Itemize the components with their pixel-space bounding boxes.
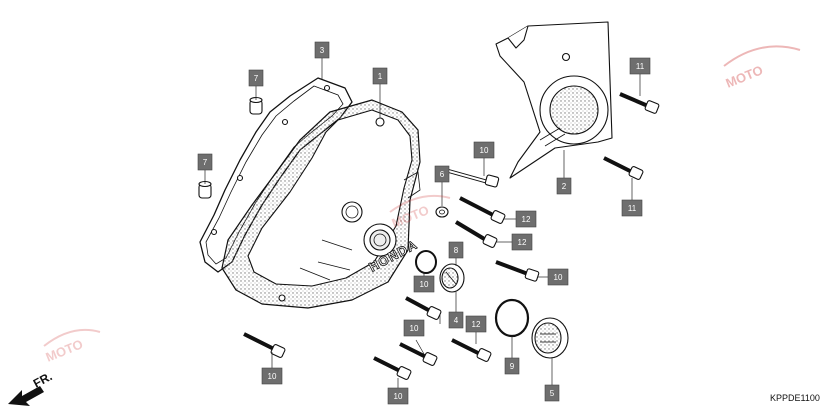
- bolt-12-c: [451, 338, 492, 362]
- svg-text:10: 10: [554, 273, 563, 282]
- callout-10-c: 10: [413, 275, 435, 293]
- callout-1: 1: [372, 67, 388, 85]
- watermark-logo-top: MOTO: [723, 45, 801, 91]
- callout-5: 5: [544, 384, 560, 402]
- bolt-10-d: [399, 342, 438, 366]
- callout-12-c: 12: [465, 315, 487, 333]
- callout-10-a: 10: [473, 141, 495, 159]
- watermark-logo-left: MOTO: [43, 328, 101, 365]
- svg-text:2: 2: [562, 182, 567, 191]
- o-ring-large: [494, 298, 530, 338]
- collar: [435, 206, 449, 218]
- o-ring-small: [415, 250, 437, 274]
- svg-text:8: 8: [454, 246, 459, 255]
- svg-text:12: 12: [522, 215, 531, 224]
- callout-11-a: 11: [629, 57, 651, 75]
- front-direction-arrow: FR.: [8, 369, 54, 406]
- svg-text:10: 10: [420, 280, 429, 289]
- callout-7-lower: 7: [197, 153, 213, 171]
- left-crankcase-cover: HONDA: [221, 99, 421, 309]
- svg-text:11: 11: [628, 204, 637, 213]
- callout-12-a: 12: [515, 210, 537, 228]
- callout-10-e: 10: [261, 367, 283, 385]
- bolt-10-e: [243, 332, 286, 358]
- svg-text:11: 11: [636, 62, 645, 71]
- bolt-12-b: [454, 220, 498, 248]
- bolt-11-a: [619, 92, 660, 114]
- bolt-10-f: [373, 356, 412, 380]
- crankshaft-hole-cap: [531, 317, 569, 359]
- leader-lines: [204, 58, 641, 388]
- svg-text:4: 4: [454, 316, 459, 325]
- svg-text:12: 12: [472, 320, 481, 329]
- svg-text:7: 7: [254, 74, 259, 83]
- bolt-10-a: [444, 168, 500, 188]
- timing-hole-cap: [439, 263, 465, 293]
- svg-text:10: 10: [480, 146, 489, 155]
- callout-2: 2: [556, 177, 572, 195]
- svg-text:1: 1: [378, 72, 383, 81]
- front-direction-label: FR.: [31, 369, 55, 390]
- sprocket-cover: [495, 21, 613, 179]
- svg-text:7: 7: [203, 158, 208, 167]
- callout-10-f: 10: [387, 387, 409, 405]
- svg-text:12: 12: [518, 238, 527, 247]
- bolt-10-b: [495, 260, 540, 282]
- callout-10-b: 10: [547, 268, 569, 286]
- bolt-12-a: [459, 196, 506, 224]
- svg-text:9: 9: [510, 362, 515, 371]
- callout-3: 3: [314, 41, 330, 59]
- callout-7-upper: 7: [248, 69, 264, 87]
- callout-6: 6: [434, 165, 450, 183]
- svg-text:10: 10: [268, 372, 277, 381]
- callout-11-b: 11: [621, 199, 643, 217]
- svg-text:5: 5: [550, 389, 555, 398]
- callout-4: 4: [448, 311, 464, 329]
- callout-8: 8: [448, 241, 464, 259]
- callout-10-d: 10: [403, 319, 425, 337]
- svg-text:10: 10: [410, 324, 419, 333]
- bolt-10-c: [405, 296, 442, 320]
- diagram-code: KPPDE1100: [770, 393, 820, 403]
- svg-text:10: 10: [394, 392, 403, 401]
- callout-9: 9: [504, 357, 520, 375]
- svg-text:MOTO: MOTO: [724, 62, 766, 90]
- svg-text:6: 6: [440, 170, 445, 179]
- svg-text:3: 3: [320, 46, 325, 55]
- bolt-11-b: [603, 156, 644, 180]
- callout-12-b: 12: [511, 233, 533, 251]
